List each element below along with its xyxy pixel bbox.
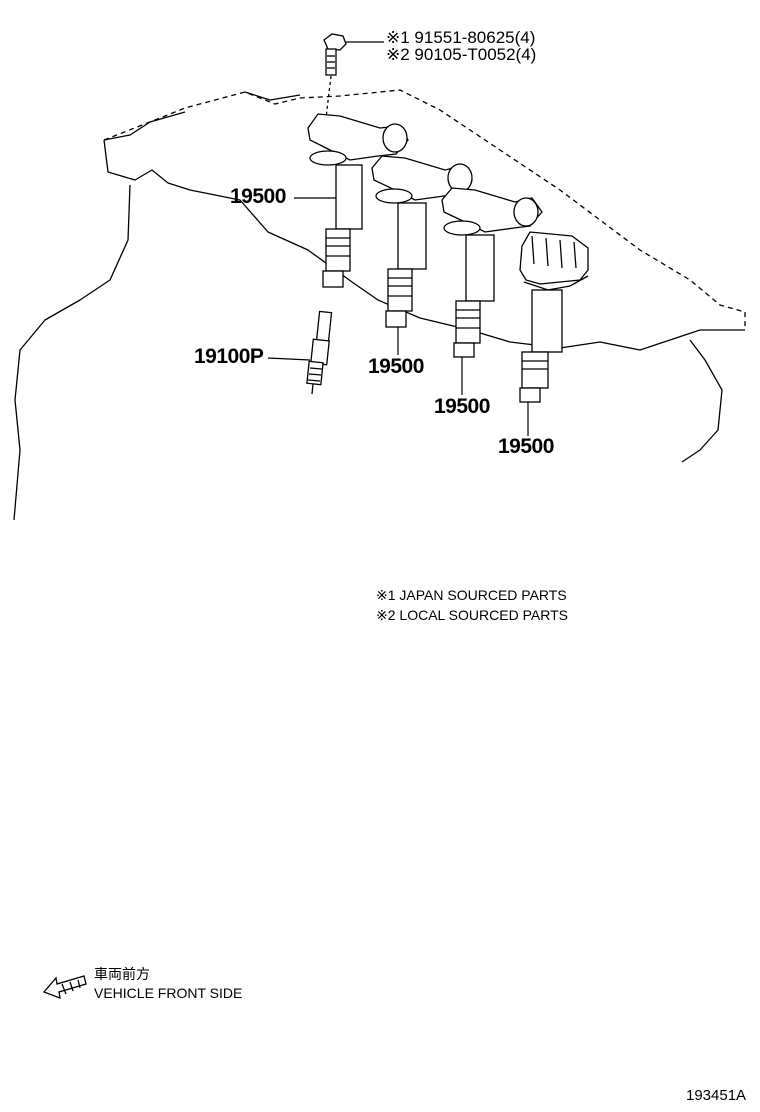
note-local-sourced: ※2 LOCAL SOURCED PARTS: [376, 607, 568, 623]
bolt-part: [323, 33, 347, 119]
coil-part-number-a: 19500: [230, 185, 286, 208]
spark-plug-part: [306, 310, 333, 395]
ignition-coil-2: [371, 155, 473, 328]
note-japan-sourced: ※1 JAPAN SOURCED PARTS: [376, 587, 567, 603]
direction-label-english: VEHICLE FRONT SIDE: [94, 985, 243, 1001]
front-direction-arrow: [42, 975, 87, 1000]
bolt-part-number-2: ※2 90105-T0052(4): [386, 45, 537, 64]
coil-part-number-b: 19500: [368, 355, 424, 378]
bolt-part-number-1: ※1 91551-80625(4): [386, 28, 536, 47]
diagram-reference-code: 193451A: [686, 1087, 747, 1104]
leader-lines: [267, 197, 529, 436]
spark-plug-part-number: 19100P: [194, 345, 264, 368]
coil-part-number-c: 19500: [434, 395, 490, 418]
cylinder-head-outline: [13, 89, 746, 521]
ignition-coil-3: [441, 187, 543, 358]
coil-part-number-d: 19500: [498, 435, 554, 458]
direction-label-japanese: 車両前方: [94, 966, 150, 982]
ignition-coil-4: [519, 231, 589, 403]
ignition-coil-1: [307, 113, 409, 288]
